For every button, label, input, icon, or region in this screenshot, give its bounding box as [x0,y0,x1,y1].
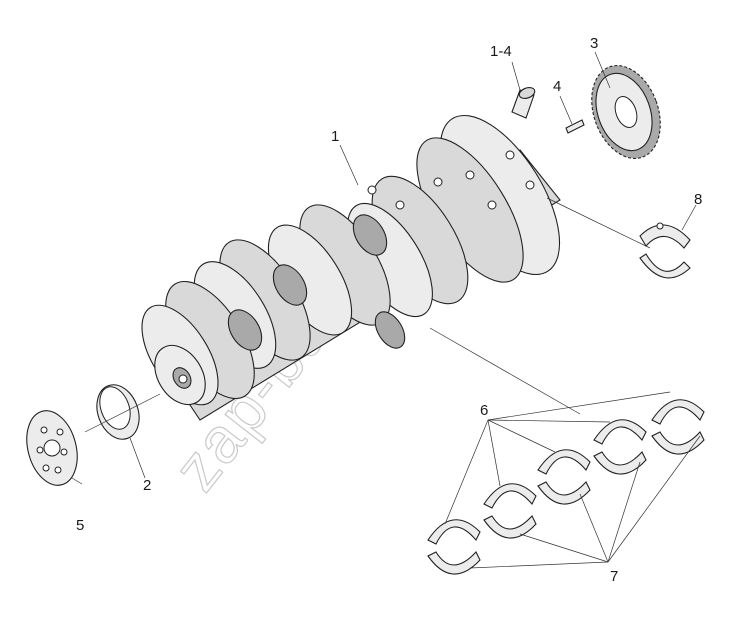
callout-3: 3 [590,35,598,52]
callout-7: 7 [610,568,618,585]
leader-lines [71,51,701,569]
main-bearing-shells [427,399,705,575]
callout-5: 5 [76,517,84,534]
callout-6: 6 [480,402,488,419]
crankshaft [141,114,561,421]
crank-pins [227,214,406,351]
crankshaft-gear [591,65,661,159]
flange-bolts [367,150,535,210]
flange-bolt-part [511,87,536,119]
oil-seal-ring [96,384,140,440]
callout-2: 2 [143,477,151,494]
callout-1-4: 1-4 [490,43,512,60]
dowel-pin [565,119,585,134]
thrust-bearing-halves [639,222,691,279]
callout-1: 1 [331,128,339,145]
drive-plate [26,410,78,486]
callout-4: 4 [553,78,561,95]
callout-8: 8 [694,191,702,208]
